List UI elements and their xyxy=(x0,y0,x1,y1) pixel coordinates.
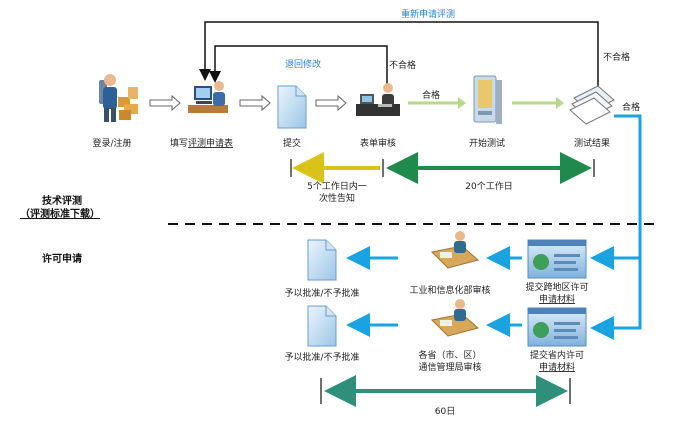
start-test-icon xyxy=(473,75,502,124)
sixty-day-label: 60日 xyxy=(435,406,455,417)
arrow-review-start: 合格 xyxy=(408,89,466,109)
tech-eval-download-link[interactable]: （评测标准下载） xyxy=(20,207,100,220)
fill-form-icon xyxy=(188,81,228,113)
sixty-day-bar xyxy=(320,375,571,407)
tech-eval-title: 技术评测 xyxy=(42,194,82,207)
submit-label: 提交 xyxy=(283,137,301,149)
row2-reviewer-label-1: 各省（市、区） xyxy=(418,349,481,361)
row2-materials-link[interactable]: 申请材料 xyxy=(539,361,575,373)
long-span-label: 20个工作日 xyxy=(465,180,512,192)
row2-result-label: 予以批准/不予批准 xyxy=(284,351,359,363)
fill-form-label: 填写评测申请表 xyxy=(170,137,233,149)
resubmit-label: 重新申请评测 xyxy=(401,8,455,20)
row1-reviewer-label: 工业和信息化部审核 xyxy=(409,284,490,296)
review-label: 表单审核 xyxy=(360,137,396,149)
login-icon xyxy=(99,74,138,122)
arrow-login-fill xyxy=(149,94,181,112)
blue-connector xyxy=(590,114,642,340)
provincial-review-icon xyxy=(430,299,480,337)
eval-form-link[interactable]: 评测申请表 xyxy=(188,137,233,149)
row2-submit-label-1: 提交省内许可 xyxy=(530,349,584,361)
long-span-bar xyxy=(382,152,595,184)
fail-label-top-right: 不合格 xyxy=(603,51,630,63)
row1-result-label: 予以批准/不予批准 xyxy=(284,287,359,299)
test-results-label: 测试结果 xyxy=(574,137,610,149)
resubmit-loop: 重新申请评测 不合格 xyxy=(199,8,630,112)
login-label: 登录/注册 xyxy=(92,137,131,149)
submit-document-icon xyxy=(277,85,307,129)
fail-label-review: 不合格 xyxy=(389,59,416,71)
arrow-submit-review xyxy=(315,94,347,112)
result-doc-icon-row2 xyxy=(307,305,337,347)
miit-review-icon xyxy=(430,231,480,269)
pass-label-result: 合格 xyxy=(622,101,640,113)
row1-materials-link[interactable]: 申请材料 xyxy=(539,293,575,305)
return-label: 退回修改 xyxy=(285,58,321,70)
arrow-start-end xyxy=(512,97,564,109)
web-form-icon-row2 xyxy=(527,307,587,347)
return-loop: 退回修改 不合格 xyxy=(209,45,416,86)
start-test-label: 开始测试 xyxy=(469,137,505,149)
review-desk-icon xyxy=(356,83,400,116)
pass-label-review: 合格 xyxy=(422,89,440,101)
short-span-label-2: 次性告知 xyxy=(319,192,355,204)
row2-reviewer-label-2: 通信管理局审核 xyxy=(418,361,481,373)
test-results-icon xyxy=(569,85,615,125)
short-span-bar xyxy=(290,152,380,184)
license-section-title: 许可申请 xyxy=(42,252,82,265)
result-doc-icon-row1 xyxy=(307,239,337,281)
short-span-label-1: 5个工作日内一 xyxy=(307,180,367,192)
arrow-fill-submit xyxy=(239,94,271,112)
web-form-icon-row1 xyxy=(527,239,587,279)
row1-submit-label-1: 提交跨地区许可 xyxy=(525,281,588,293)
